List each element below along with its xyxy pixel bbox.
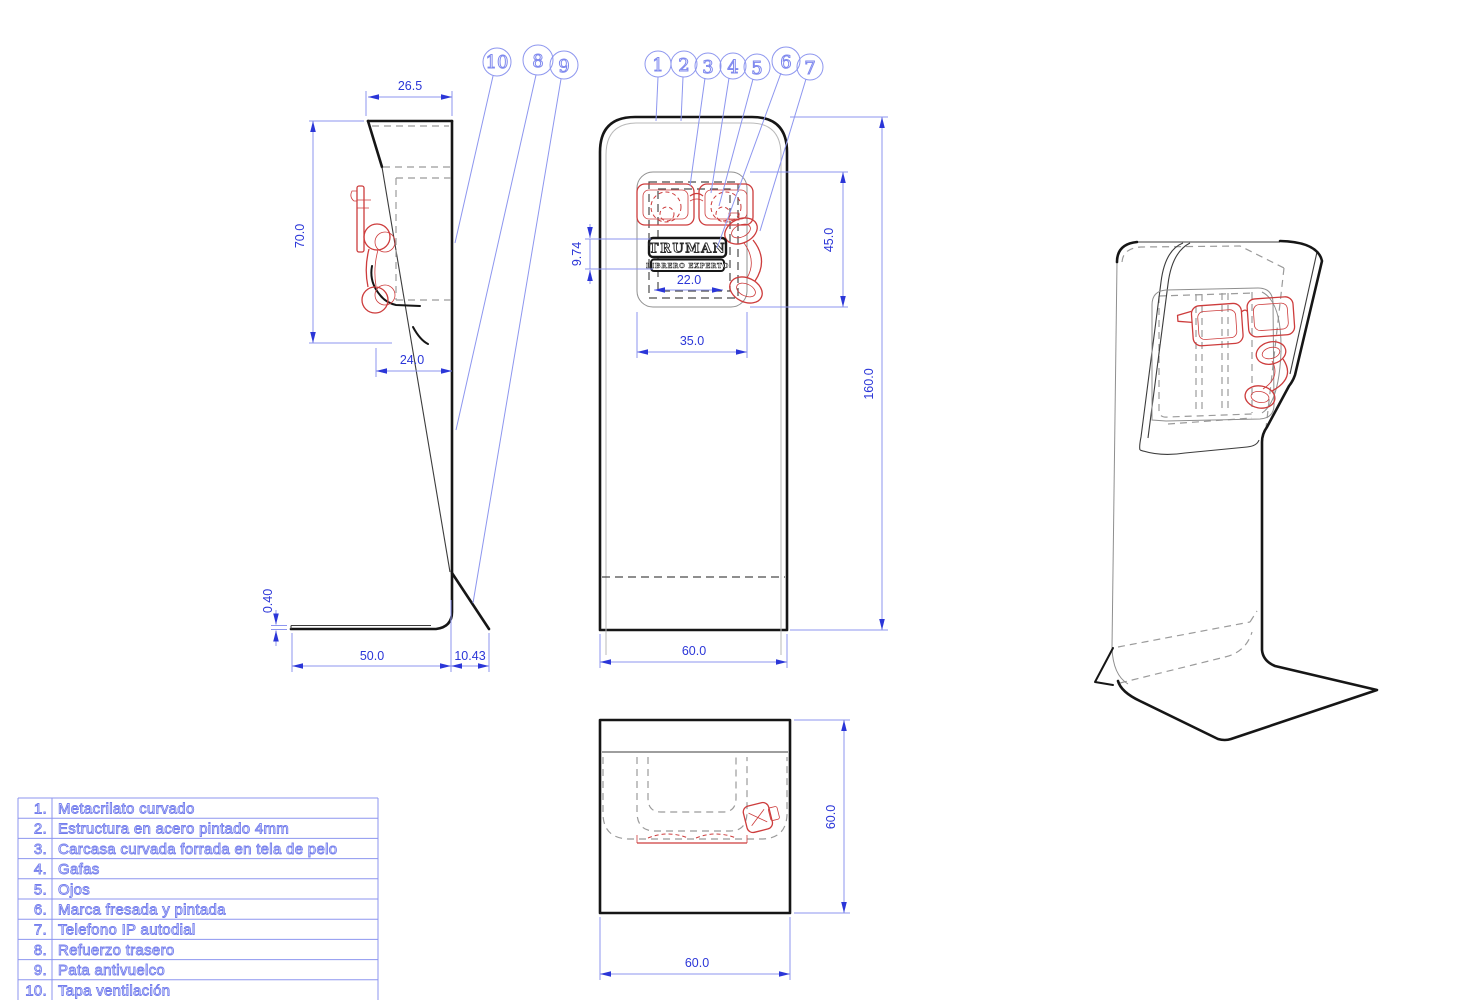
dim-logo-height: 9.74: [570, 242, 584, 266]
perspective-outline: [1116, 239, 1379, 742]
part-label: Tapa ventilación: [58, 982, 170, 999]
dim-side-height: 70.0: [293, 224, 307, 248]
balloon-9-label: 9: [558, 56, 569, 77]
perspective-view: [1094, 239, 1379, 742]
parts-table: 1. Metacrilato curvado 2. Estructura en …: [17, 797, 379, 1000]
part-num: 2.: [34, 821, 47, 838]
front-phone: [724, 212, 763, 304]
dim-plan-depth: 60.0: [824, 805, 838, 829]
balloon-7: [796, 53, 824, 81]
balloon-1-label: 1: [652, 55, 663, 76]
balloon-3: [694, 52, 722, 80]
part-num: 6.: [34, 902, 47, 919]
dim-base-length: 50.0: [360, 649, 384, 663]
balloon-5: [743, 53, 771, 81]
dim-panel-height: 45.0: [822, 228, 836, 252]
logo-subplate: [650, 258, 725, 272]
balloon-8-label: 8: [532, 51, 543, 72]
side-phone: [350, 185, 396, 314]
part-label: Gafas: [58, 861, 100, 878]
part-num: 4.: [34, 861, 47, 878]
balloon-7-label: 7: [804, 58, 815, 79]
balloon-2-label: 2: [678, 55, 689, 76]
plan-view: 60.0 60.0: [598, 718, 850, 980]
part-num: 3.: [34, 841, 47, 858]
part-label: Estructura en acero pintado 4mm: [58, 821, 289, 838]
brand-logo: TRUMAN LIBRERO EXPERTO: [646, 236, 729, 272]
plan-outline: [598, 718, 792, 915]
balloon-10-label: 10: [486, 52, 509, 73]
logo-plate: [647, 236, 728, 259]
part-label: Marca fresada y pintada: [58, 902, 226, 919]
front-eye-left: [650, 191, 682, 223]
plan-phone: [742, 801, 780, 834]
balloon-9: [549, 50, 579, 80]
balloon-5-label: 5: [751, 58, 762, 79]
front-eye-right: [710, 191, 742, 223]
part-label: Telefono IP autodial: [58, 922, 196, 939]
logo-line2: LIBRERO EXPERTO: [646, 262, 729, 270]
perspective-phone: [1244, 341, 1289, 409]
balloon-4-label: 4: [727, 57, 738, 78]
side-antitip-leg: [450, 571, 491, 631]
side-view: 26.5 70.0 24.0 0.40 50.0 10.43: [261, 79, 491, 672]
balloon-4: [719, 52, 747, 80]
dim-total-height: 160.0: [862, 368, 876, 399]
perspective-panel: [1151, 287, 1275, 422]
part-num: 7.: [34, 922, 47, 939]
perspective-glasses: [1176, 296, 1296, 347]
part-num: 10.: [25, 982, 47, 999]
balloon-8: [522, 44, 554, 76]
part-num: 8.: [34, 942, 47, 959]
dim-front-width: 60.0: [682, 644, 706, 658]
side-back-and-base: [289, 119, 454, 631]
part-num: 1.: [34, 801, 47, 818]
parts-rows: 1. Metacrilato curvado 2. Estructura en …: [25, 800, 338, 1000]
part-label: Metacrilato curvado: [58, 801, 195, 818]
part-num: 5.: [34, 881, 47, 898]
dim-side-top-width: 26.5: [398, 79, 422, 93]
dim-panel-width: 35.0: [680, 334, 704, 348]
front-view: TRUMAN LIBRERO EXPERTO 45.0 9.74 22.0 35…: [570, 115, 888, 668]
dim-leg-length: 10.43: [454, 649, 485, 663]
balloon-6-label: 6: [780, 52, 791, 73]
part-num: 9.: [34, 962, 47, 979]
dim-base-thickness: 0.40: [261, 589, 275, 613]
dim-logo-width: 22.0: [677, 273, 701, 287]
balloon-callouts: 10 8 9 1 2 3 4 5 6 7: [454, 44, 824, 604]
part-label: Pata antivuelco: [58, 962, 165, 979]
part-label: Ojos: [58, 881, 90, 898]
balloon-3-label: 3: [702, 57, 713, 78]
balloon-2: [670, 50, 698, 78]
balloon-6: [771, 46, 801, 76]
side-acrylic-slope: [381, 166, 451, 573]
dim-side-depth: 24.0: [400, 353, 424, 367]
perspective-antitip-leg: [1094, 647, 1114, 686]
logo-line1: TRUMAN: [649, 242, 726, 257]
part-label: Carcasa curvada forrada en tela de pelo: [58, 841, 337, 858]
plan-glasses: [636, 833, 748, 844]
dim-plan-width: 60.0: [685, 956, 709, 970]
front-glasses: [636, 183, 754, 226]
part-label: Refuerzo trasero: [58, 942, 175, 959]
balloon-10: [482, 47, 512, 77]
